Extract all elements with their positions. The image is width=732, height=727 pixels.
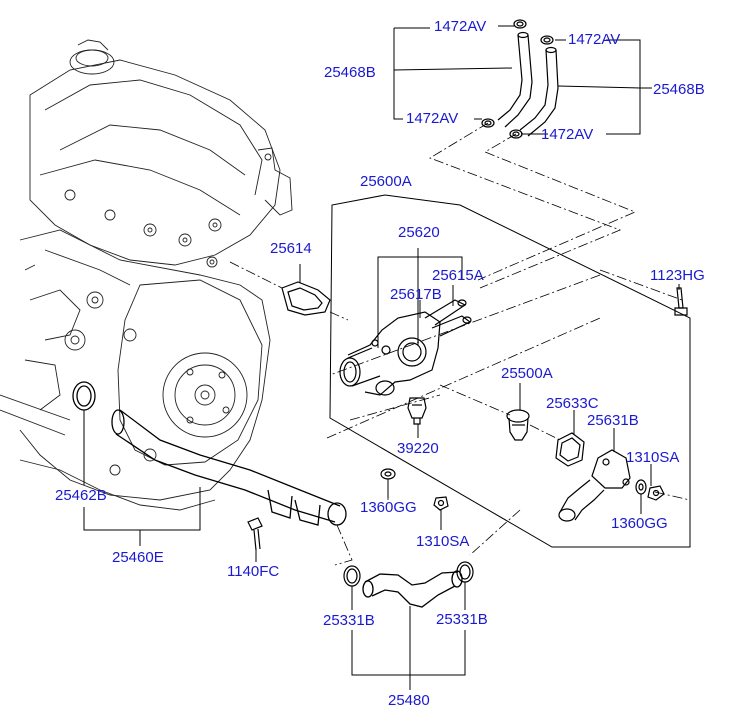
- label-25480: 25480: [388, 692, 430, 709]
- washer-1360gg-right: [635, 479, 647, 495]
- washer-1360gg-mid: [380, 468, 396, 480]
- label-1472av-top-right: 1472AV: [568, 31, 621, 48]
- label-25460e: 25460E: [112, 549, 164, 566]
- hose-clamps-1472av: [481, 19, 554, 139]
- label-25331b-left: 25331B: [323, 612, 375, 629]
- hose-clamp-25331b-left: [343, 565, 361, 587]
- water-pipe-25460e: [111, 409, 347, 526]
- label-25468b-left: 25468B: [324, 64, 376, 81]
- label-1472av-bottom-left: 1472AV: [406, 110, 459, 127]
- hose-clamp-25331b-right: [456, 561, 474, 583]
- label-1310sa-right: 1310SA: [626, 449, 680, 466]
- label-25631b: 25631B: [587, 412, 639, 429]
- label-1360gg-right: 1360GG: [611, 515, 668, 532]
- label-25620: 25620: [398, 224, 440, 241]
- gasket-25633c: [555, 432, 585, 467]
- thermostat-25500a: [506, 409, 530, 441]
- engine-block-drawing: [0, 39, 293, 511]
- water-inlet-25631b: [558, 449, 631, 522]
- label-1123hg: 1123HG: [650, 267, 705, 284]
- temperature-sensor-39220: [407, 397, 427, 425]
- bolt-1140fc: [247, 517, 263, 551]
- label-25600a: 25600A: [360, 173, 412, 190]
- label-25617b: 25617B: [390, 286, 442, 303]
- gasket-25614: [281, 281, 331, 316]
- label-25468b-right: 25468B: [653, 81, 705, 98]
- nut-1310sa-right: [647, 485, 665, 501]
- assembly-dashed-lines: [229, 122, 691, 566]
- label-25331b-right: 25331B: [436, 611, 488, 628]
- label-1472av-top-left: 1472AV: [434, 18, 487, 35]
- lower-hose-25480: [362, 570, 463, 608]
- leader-lines: [83, 25, 691, 690]
- bolt-1123hg: [674, 287, 688, 316]
- label-25462b: 25462B: [55, 487, 107, 504]
- bypass-hose-left: [497, 31, 533, 128]
- thermostat-housing-25620: [339, 299, 472, 396]
- label-25614: 25614: [270, 240, 312, 257]
- label-1140fc: 1140FC: [227, 563, 280, 580]
- label-25615a: 25615A: [432, 267, 484, 284]
- label-1310sa-mid: 1310SA: [416, 533, 470, 550]
- label-1472av-bottom-right: 1472AV: [541, 126, 594, 143]
- nut-1310sa-mid: [433, 496, 449, 511]
- label-25500a: 25500A: [501, 365, 553, 382]
- label-1360gg-mid: 1360GG: [360, 499, 417, 516]
- label-39220: 39220: [397, 440, 439, 457]
- seal-25462b: [72, 381, 96, 411]
- bypass-hose-right: [519, 46, 559, 137]
- label-25633c: 25633C: [546, 395, 599, 412]
